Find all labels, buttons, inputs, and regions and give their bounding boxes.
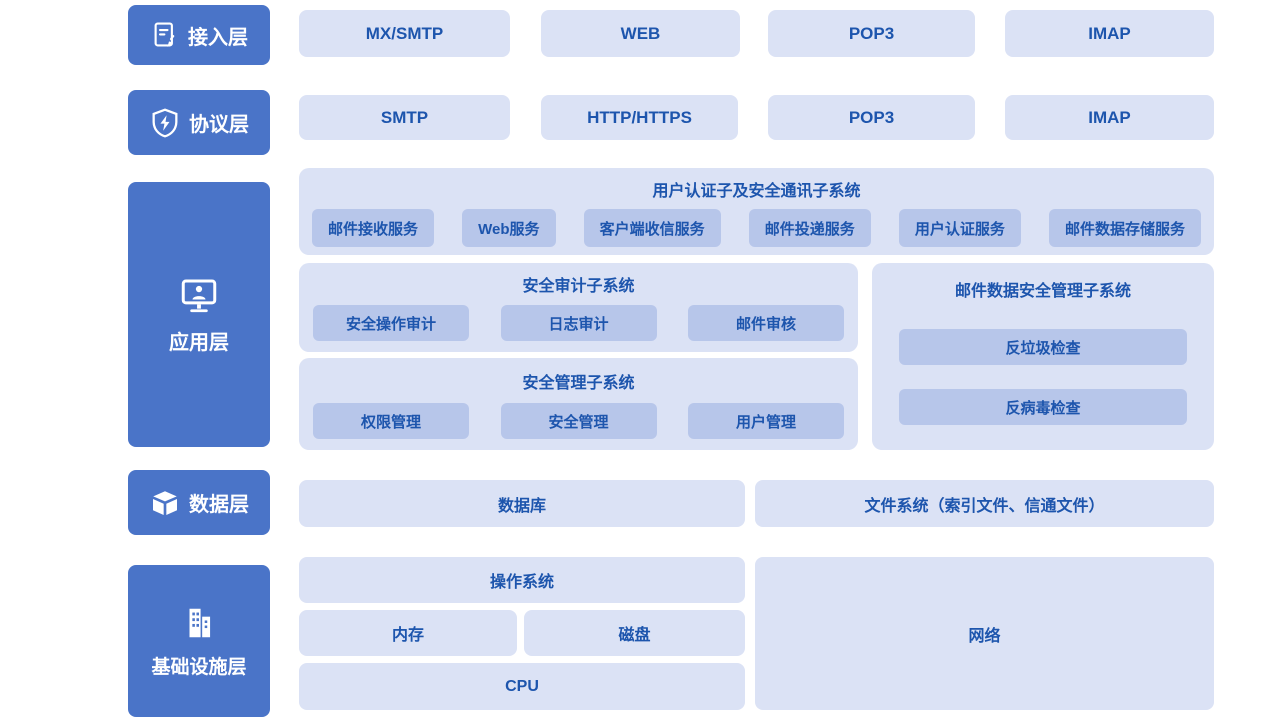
layer-label-application: 应用层 — [169, 332, 229, 354]
protocol-box-smtp: SMTP — [299, 95, 510, 140]
service-box-client-receive: 客户端收信服务 — [583, 209, 721, 247]
protocol-box-imap: IMAP — [1005, 95, 1214, 140]
mgmt-box-permission: 权限管理 — [313, 403, 469, 439]
audit-box-mail-review: 邮件审核 — [688, 305, 844, 341]
service-box-mail-delivery: 邮件投递服务 — [748, 209, 871, 247]
protocol-box-http-https: HTTP/HTTPS — [541, 95, 738, 140]
service-box-mail-storage: 邮件数据存储服务 — [1048, 209, 1201, 247]
security-mgmt-subsystem-items: 权限管理 安全管理 用户管理 — [299, 403, 858, 439]
access-box-web: WEB — [541, 10, 740, 57]
service-box-web-service: Web服务 — [462, 209, 556, 247]
mgmt-box-user: 用户管理 — [688, 403, 844, 439]
access-box-imap: IMAP — [1005, 10, 1214, 57]
layer-badge-access: 接入层 — [128, 5, 270, 65]
data-box-file-system: 文件系统（索引文件、信通文件） — [755, 480, 1214, 527]
infra-box-network: 网络 — [755, 557, 1214, 710]
auth-subsystem-container: 用户认证子及安全通讯子系统 邮件接收服务 Web服务 客户端收信服务 邮件投递服… — [299, 168, 1214, 255]
access-box-mx-smtp: MX/SMTP — [299, 10, 510, 57]
layer-badge-data: 数据层 — [128, 470, 270, 535]
audit-subsystem-container: 安全审计子系统 安全操作审计 日志审计 邮件审核 — [299, 263, 858, 352]
data-box-database: 数据库 — [299, 480, 745, 527]
security-mgmt-subsystem-title: 安全管理子系统 — [522, 375, 635, 392]
protocol-box-pop3: POP3 — [768, 95, 975, 140]
check-box-antivirus: 反病毒检查 — [899, 389, 1187, 425]
buildings-icon — [180, 604, 218, 642]
shield-bolt-icon — [149, 107, 181, 139]
layer-label-infrastructure: 基础设施层 — [151, 656, 247, 678]
layer-label-data: 数据层 — [189, 494, 249, 516]
open-box-icon — [149, 487, 181, 519]
infra-box-memory: 内存 — [299, 610, 517, 656]
check-box-antispam: 反垃圾检查 — [899, 329, 1187, 365]
infra-box-cpu: CPU — [299, 663, 745, 710]
monitor-user-icon — [178, 274, 220, 316]
audit-subsystem-items: 安全操作审计 日志审计 邮件审核 — [299, 305, 858, 341]
infra-box-os: 操作系统 — [299, 557, 745, 603]
layer-label-protocol: 协议层 — [189, 114, 249, 136]
service-box-user-auth: 用户认证服务 — [898, 209, 1021, 247]
security-mgmt-subsystem-container: 安全管理子系统 权限管理 安全管理 用户管理 — [299, 358, 858, 450]
layer-label-access: 接入层 — [188, 26, 248, 49]
auth-subsystem-title: 用户认证子及安全通讯子系统 — [652, 183, 861, 200]
mail-data-security-subsystem-container: 邮件数据安全管理子系统 反垃圾检查 反病毒检查 — [872, 263, 1214, 450]
access-box-pop3: POP3 — [768, 10, 975, 57]
form-pen-icon — [150, 20, 180, 50]
auth-subsystem-items: 邮件接收服务 Web服务 客户端收信服务 邮件投递服务 用户认证服务 邮件数据存… — [299, 209, 1214, 247]
infra-box-disk: 磁盘 — [524, 610, 745, 656]
layer-badge-protocol: 协议层 — [128, 90, 270, 155]
audit-subsystem-title: 安全审计子系统 — [522, 278, 635, 295]
layer-badge-infrastructure: 基础设施层 — [128, 565, 270, 717]
service-box-mail-receive: 邮件接收服务 — [312, 209, 435, 247]
audit-box-operation: 安全操作审计 — [313, 305, 469, 341]
audit-box-log: 日志审计 — [500, 305, 657, 341]
mail-data-security-subsystem-title: 邮件数据安全管理子系统 — [954, 283, 1131, 300]
layer-badge-application: 应用层 — [128, 182, 270, 447]
mgmt-box-security: 安全管理 — [500, 403, 657, 439]
